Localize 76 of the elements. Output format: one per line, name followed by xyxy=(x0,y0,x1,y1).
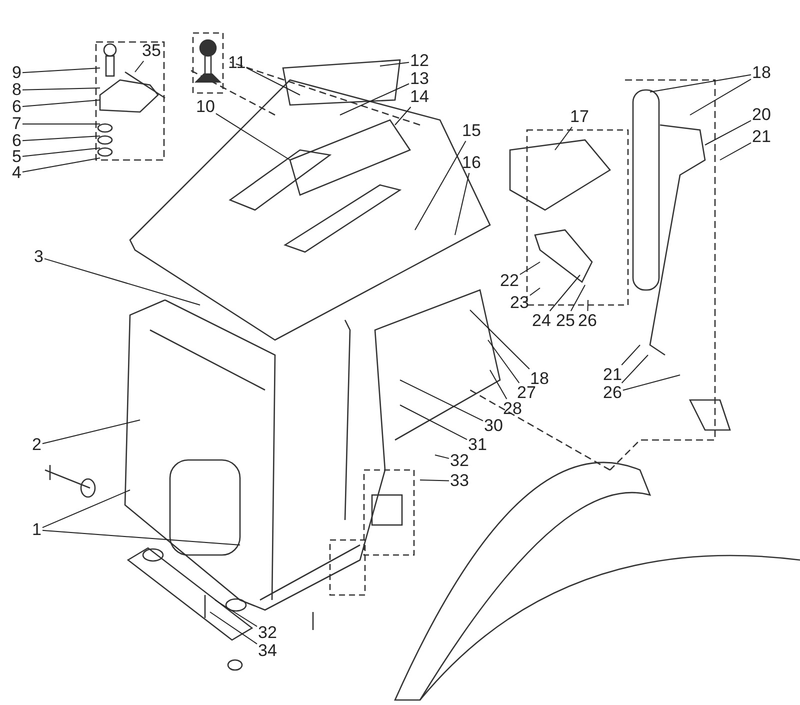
leader-line xyxy=(22,68,100,74)
callout-number: 7 xyxy=(12,115,22,133)
callout-number: 35 xyxy=(142,42,161,60)
callout-number: 26 xyxy=(603,384,622,402)
callout-number: 32 xyxy=(450,452,469,470)
callout-number: 2 xyxy=(32,436,42,454)
callout-number: 24 xyxy=(532,312,551,330)
leader-line xyxy=(380,62,410,66)
callout-number: 12 xyxy=(410,52,429,70)
callout-number: 28 xyxy=(503,400,522,418)
leader-line xyxy=(621,344,640,366)
leader-line xyxy=(414,140,466,230)
callout-number: 3 xyxy=(34,248,44,266)
callout-number: 17 xyxy=(570,108,589,126)
leader-line xyxy=(134,60,144,72)
callout-number: 6 xyxy=(12,98,22,116)
leader-line xyxy=(210,612,258,644)
leader-line xyxy=(434,454,450,459)
leader-line xyxy=(690,78,752,116)
leader-line xyxy=(470,310,530,370)
leader-line xyxy=(42,530,240,546)
callout-number: 14 xyxy=(410,88,429,106)
leader-line xyxy=(587,300,588,312)
callout-number: 18 xyxy=(752,64,771,82)
callout-number: 16 xyxy=(462,154,481,172)
leader-line xyxy=(454,172,470,236)
callout-number: 21 xyxy=(603,366,622,384)
leader-line xyxy=(621,354,648,384)
leader-line xyxy=(704,120,752,146)
leader-line xyxy=(44,258,200,306)
leader-line xyxy=(215,113,290,160)
callout-number: 4 xyxy=(12,164,22,182)
leader-line xyxy=(490,370,508,400)
callout-number: 5 xyxy=(12,148,22,166)
leader-line xyxy=(42,490,130,528)
leader-line xyxy=(400,380,484,422)
leader-line xyxy=(420,480,450,482)
callout-number: 32 xyxy=(258,624,277,642)
leader-line xyxy=(246,67,300,96)
callout-number: 30 xyxy=(484,417,503,435)
leader-line xyxy=(22,88,100,90)
leader-line xyxy=(488,340,520,384)
callout-number: 9 xyxy=(12,64,22,82)
leader-line xyxy=(519,262,540,275)
callout-number: 6 xyxy=(12,132,22,150)
callout-number: 11 xyxy=(228,54,246,72)
leader-line xyxy=(549,274,580,312)
leader-line xyxy=(42,420,140,444)
leader-line xyxy=(622,374,680,391)
leader-line xyxy=(214,600,258,627)
leader-line xyxy=(22,158,100,172)
callout-number: 8 xyxy=(12,81,22,99)
leader-line xyxy=(529,288,540,296)
callout-number: 26 xyxy=(578,312,597,330)
callout-number: 1 xyxy=(32,521,42,539)
leader-line xyxy=(400,404,468,440)
leader-line xyxy=(570,284,586,312)
callout-number: 27 xyxy=(517,384,536,402)
callout-number: 31 xyxy=(468,436,487,454)
callout-number: 10 xyxy=(196,98,215,116)
leader-line xyxy=(22,148,100,157)
leader-line xyxy=(22,136,100,142)
callout-number: 21 xyxy=(752,128,771,146)
leader-line xyxy=(22,100,100,108)
leader-line xyxy=(650,74,752,92)
leader-line xyxy=(720,142,752,160)
leader-line xyxy=(394,106,412,126)
callout-number: 22 xyxy=(500,272,519,290)
callout-number: 25 xyxy=(556,312,575,330)
callout-number: 20 xyxy=(752,106,771,124)
callout-number: 23 xyxy=(510,294,529,312)
callout-number: 13 xyxy=(410,70,429,88)
leader-line xyxy=(340,83,410,116)
callout-number: 33 xyxy=(450,472,469,490)
callout-number: 15 xyxy=(462,122,481,140)
callout-number: 34 xyxy=(258,642,277,660)
